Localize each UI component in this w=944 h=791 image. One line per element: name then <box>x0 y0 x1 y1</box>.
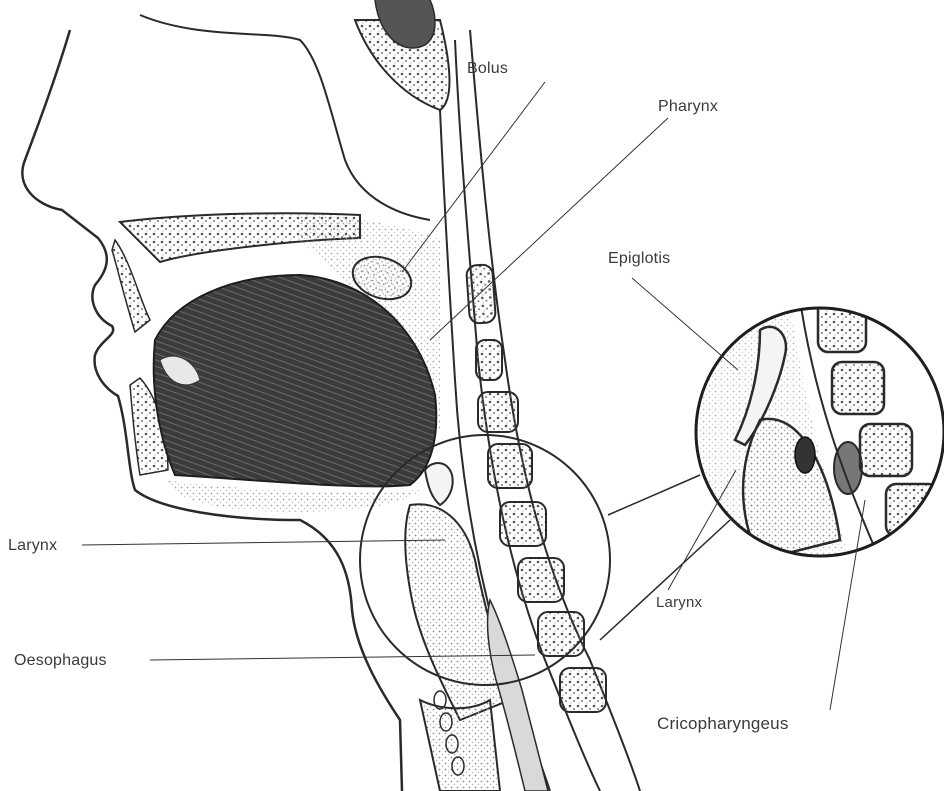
label-oesophagus: Oesophagus <box>14 652 107 670</box>
maxilla <box>112 240 150 332</box>
vertebra <box>476 340 502 380</box>
vertebra <box>478 392 518 432</box>
vertebra <box>500 502 546 546</box>
inset-vertebra <box>860 424 912 476</box>
inset-vertebra <box>832 362 884 414</box>
inset-larynx-cavity <box>795 437 815 473</box>
label-larynx-left: Larynx <box>8 537 57 555</box>
leader-pharynx <box>430 118 668 340</box>
leader-larynx-left <box>82 540 445 545</box>
epiglottis <box>425 463 453 505</box>
vertebra <box>488 444 532 488</box>
leader-larynx-right <box>668 470 736 590</box>
vertebra <box>518 558 564 602</box>
leader-epiglottis <box>632 278 738 370</box>
label-pharynx: Pharynx <box>658 98 718 116</box>
trachea <box>420 700 500 791</box>
vertebra <box>466 264 496 324</box>
vertebra <box>538 612 584 656</box>
label-epiglottis: Epiglotis <box>608 250 670 268</box>
label-cricopharyngeus: Cricopharyngeus <box>657 714 789 734</box>
magnify-connector-bottom <box>600 520 730 640</box>
magnify-connector-top <box>608 475 700 515</box>
label-larynx-right: Larynx <box>656 594 702 611</box>
label-bolus: Bolus <box>467 60 508 78</box>
inset-bolus <box>834 442 862 494</box>
vertebra <box>560 668 606 712</box>
leader-bolus <box>402 82 545 272</box>
